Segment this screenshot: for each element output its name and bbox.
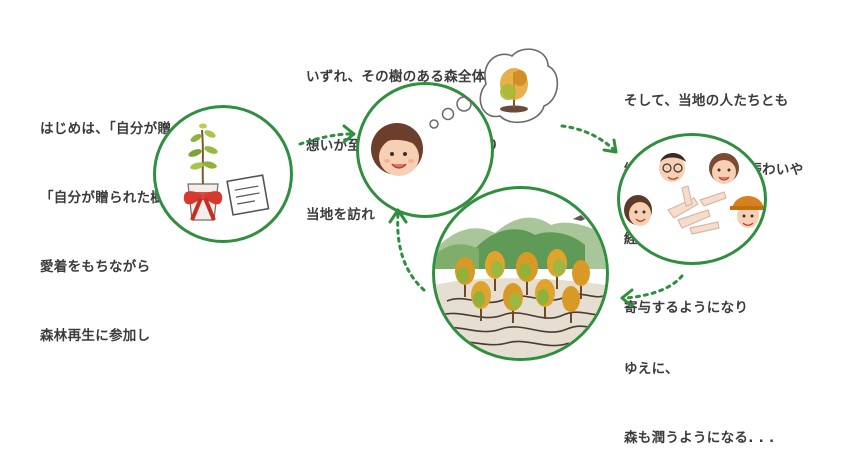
caption-line: そして、当地の人たちとも [624, 93, 789, 109]
step-3-circle [617, 133, 767, 265]
thought-bubble-tree-icon [429, 48, 559, 129]
caption-line: いずれ、その樹のある森全体に [306, 69, 500, 85]
caption-line: 森も潤うようになる. . . [624, 430, 775, 446]
step-4-circle [432, 186, 609, 361]
forest-icon [435, 215, 606, 358]
caption-line: 森林再生に参加し [40, 328, 151, 344]
people-group-icon [624, 153, 764, 235]
caption-line: 「自分が贈られた樹」に [40, 190, 192, 206]
caption-line: 愛着をもちながら [40, 259, 151, 275]
step-1-circle [153, 105, 293, 243]
step-2-circle [356, 82, 494, 218]
caption-line: 当地を訪れ [306, 207, 375, 223]
person-thinking-icon [371, 123, 423, 176]
caption-line: 寄与するようになり [624, 300, 749, 316]
sapling-gift-icon [183, 123, 223, 221]
caption-line: ゆえに、 [624, 361, 679, 377]
card-icon [226, 174, 270, 216]
